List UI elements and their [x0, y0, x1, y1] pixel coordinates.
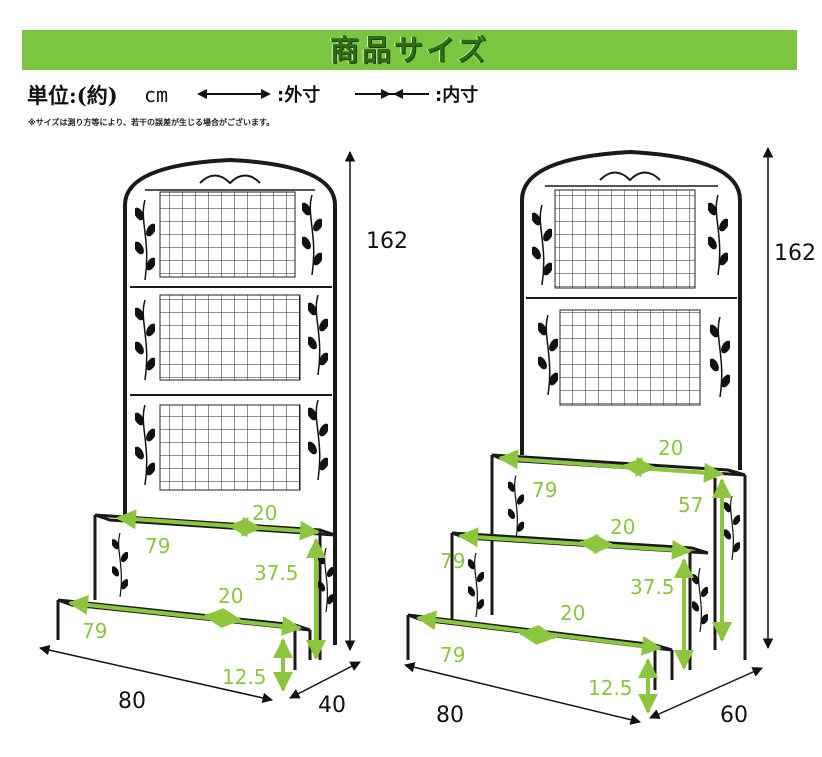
- left-lower-depth-label: 20: [218, 584, 243, 608]
- left-product-drawing: 162 80 40 20 79 37.5 20 79 12.5: [38, 150, 408, 718]
- left-step-height-label: 37.5: [254, 561, 299, 585]
- unit-legend: 単位:(約) cm :外寸 :内寸: [27, 80, 587, 110]
- right-top-depth-label: 20: [658, 436, 683, 460]
- right-low-width-label: 79: [440, 643, 465, 667]
- right-top-step-height-label: 57: [678, 493, 703, 517]
- right-depth-label: 60: [720, 703, 748, 728]
- right-height-label: 162: [774, 241, 816, 266]
- left-upper-depth-label: 20: [252, 501, 277, 525]
- right-bottom-clearance-label: 12.5: [588, 676, 633, 700]
- outer-dimension-arrow-icon: [197, 89, 271, 99]
- inner-dimension-label: :内寸: [435, 85, 479, 106]
- title-banner: 商品サイズ: [22, 30, 797, 70]
- left-bottom-clearance-label: 12.5: [222, 665, 267, 689]
- right-top-width-label: 79: [532, 478, 557, 502]
- left-width-label: 80: [118, 689, 146, 714]
- right-width-label: 80: [436, 703, 464, 728]
- right-product-drawing: 162 80 60 20 79 57 20 79 37.5 20 79 12.5: [403, 146, 816, 728]
- banner-title: 商品サイズ: [329, 33, 490, 67]
- left-lower-width-label: 79: [82, 619, 107, 643]
- inner-dimension-arrow-icon: [355, 89, 429, 99]
- left-depth-label: 40: [318, 693, 346, 718]
- right-low-depth-label: 20: [560, 601, 585, 625]
- right-mid-depth-label: 20: [610, 515, 635, 539]
- measurement-note: ※サイズは測り方等により、若干の誤差が生じる場合がございます。: [28, 118, 275, 127]
- left-height-label: 162: [366, 229, 408, 254]
- unit-value: cm: [144, 83, 169, 107]
- unit-label: 単位:(約): [27, 83, 118, 108]
- right-mid-step-height-label: 37.5: [630, 575, 675, 599]
- right-mid-width-label: 79: [440, 549, 465, 573]
- outer-dimension-label: :外寸: [277, 85, 321, 106]
- left-upper-width-label: 79: [145, 534, 170, 558]
